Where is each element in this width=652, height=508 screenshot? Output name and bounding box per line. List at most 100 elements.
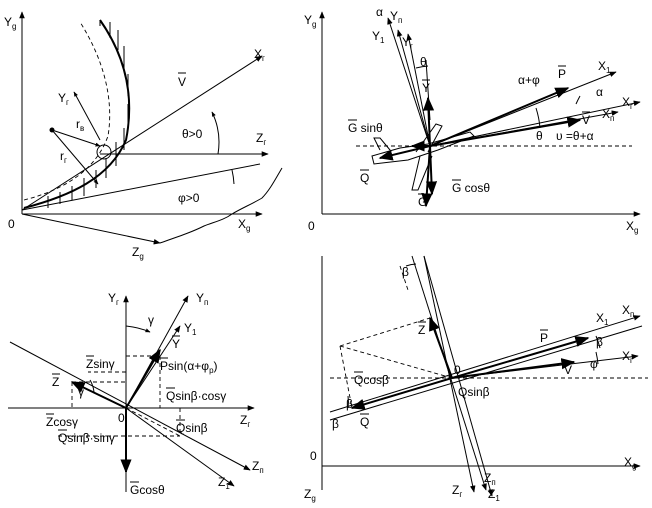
vector-y bbox=[422, 96, 435, 147]
label-qsin: Qsinβ bbox=[458, 385, 490, 399]
label-zp: Zп bbox=[484, 471, 496, 487]
label-yg: Yg bbox=[4, 15, 16, 31]
label-xr: Xг bbox=[622, 349, 633, 365]
label-alpha-top: α bbox=[376, 5, 383, 19]
panel-roll: Yг Yп γ Y1 Y Zsinγ Psin(α+φp) Z γ Qsinβ·… bbox=[8, 291, 264, 497]
phi-ref-line bbox=[21, 163, 261, 211]
panel-trajectory: Yg Xg Zg Xг Zг Yг V rв rг θ>0 φ>0 0 bbox=[4, 11, 283, 261]
label-z: Z bbox=[418, 323, 425, 337]
vertical-ref bbox=[425, 59, 431, 121]
label-z1: Z1 bbox=[218, 475, 230, 491]
radius-rv bbox=[51, 129, 101, 147]
radius-rr bbox=[51, 129, 99, 185]
label-v: V bbox=[178, 75, 186, 89]
label-x1: X1 bbox=[596, 311, 609, 327]
vector-g bbox=[421, 145, 433, 208]
beta-arc bbox=[595, 335, 601, 349]
label-yg: Yg bbox=[304, 13, 316, 29]
axis-xr bbox=[429, 100, 641, 147]
label-zsin: Zsinγ bbox=[86, 357, 115, 371]
vector-p bbox=[429, 87, 570, 147]
phi-arc bbox=[231, 169, 235, 185]
aircraft-wings bbox=[411, 123, 443, 191]
label-origin-tr: 0 bbox=[308, 219, 315, 233]
label-z: Z bbox=[52, 375, 59, 389]
beta-arc-top bbox=[405, 263, 417, 267]
label-gamma: γ bbox=[148, 313, 154, 327]
label-theta: θ>0 bbox=[182, 127, 203, 141]
label-xg: Xg bbox=[624, 455, 636, 471]
trajectory-hatching bbox=[47, 20, 129, 208]
label-zcos: Zcosγ bbox=[46, 415, 78, 429]
vector-v bbox=[429, 116, 582, 147]
label-v: V bbox=[564, 363, 572, 377]
label-origin-tl: 0 bbox=[8, 217, 15, 231]
label-alpha: α bbox=[596, 85, 603, 99]
vector-v bbox=[451, 358, 576, 379]
theta-arc-bottom bbox=[535, 107, 541, 129]
axis-yr bbox=[73, 91, 101, 141]
label-alpha-phi: α+φ bbox=[518, 73, 540, 87]
label-origin-o: 0 bbox=[454, 363, 461, 377]
label-origin-br: 0 bbox=[310, 449, 317, 463]
label-gamma-small: γ bbox=[78, 385, 84, 399]
label-qsin: Qsinβ bbox=[176, 421, 208, 435]
label-zr: Zг bbox=[452, 483, 462, 499]
label-y1: Y1 bbox=[184, 321, 197, 337]
label-theta-small: θ bbox=[536, 129, 543, 143]
label-qsincos: Qsinβ·cosγ bbox=[166, 389, 226, 403]
label-xr: Xг bbox=[622, 95, 633, 111]
beta-ref-top bbox=[399, 265, 409, 291]
label-gcos: G cosθ bbox=[452, 181, 490, 195]
aircraft-fuselage bbox=[371, 131, 475, 165]
label-yp: Yп bbox=[390, 9, 402, 25]
trajectory-curve bbox=[23, 19, 131, 209]
label-gsin: G sinθ bbox=[348, 121, 383, 135]
label-yr: Yг bbox=[58, 91, 69, 107]
proj-q-left bbox=[339, 345, 353, 409]
label-beta-top: β bbox=[402, 265, 409, 279]
vector-y bbox=[125, 348, 161, 409]
label-yr: Yг bbox=[108, 291, 119, 307]
vector-z bbox=[70, 381, 127, 409]
axis-z1 bbox=[125, 407, 235, 487]
label-g: G bbox=[418, 195, 427, 209]
label-xp: Xп bbox=[602, 107, 614, 123]
gamma-arc-small bbox=[89, 379, 95, 393]
label-zr: Zг bbox=[256, 131, 266, 147]
label-x1: X1 bbox=[598, 59, 611, 75]
label-xp: Xп bbox=[622, 303, 634, 319]
trajectory-inner-dashed bbox=[23, 21, 111, 201]
vector-p bbox=[451, 336, 590, 379]
label-gcos: Gcosθ bbox=[130, 483, 165, 497]
vector-q bbox=[350, 377, 453, 410]
label-q: Q bbox=[360, 415, 369, 429]
label-beta-bottom: β bbox=[332, 417, 339, 431]
panel-pitch: Yg Xg α Yп Y1 Yг θ Y α+φ P X1 α Xг Xп V … bbox=[304, 5, 641, 235]
label-xr: Xг bbox=[254, 47, 265, 63]
vector-z bbox=[429, 316, 453, 379]
label-ybar: Y bbox=[422, 81, 430, 95]
label-q: Q bbox=[360, 171, 369, 185]
label-rr: rг bbox=[60, 149, 67, 165]
label-zr: Zг bbox=[240, 413, 250, 429]
proj-z-top bbox=[339, 317, 431, 347]
label-upsilon: υ =θ+α bbox=[556, 129, 594, 143]
aircraft-tail bbox=[373, 137, 391, 151]
label-origin-bl: 0 bbox=[118, 411, 125, 425]
label-z1: Z1 bbox=[488, 487, 500, 503]
label-rv: rв bbox=[76, 117, 84, 133]
label-v: V bbox=[582, 113, 590, 127]
proj-q bbox=[125, 407, 181, 437]
label-xg: Xg bbox=[238, 217, 250, 233]
ground-contour bbox=[159, 167, 283, 244]
velocity-line bbox=[21, 55, 263, 211]
theta-arc bbox=[211, 111, 220, 155]
label-zg: Zg bbox=[132, 245, 144, 261]
label-qsinsin: Qsinβ·sinγ bbox=[58, 431, 115, 445]
alpha-arc bbox=[575, 95, 581, 105]
label-yp: Yп bbox=[196, 291, 208, 307]
point-circle bbox=[96, 144, 112, 160]
label-xg: Xg bbox=[626, 219, 638, 235]
phi-arc bbox=[595, 351, 599, 365]
